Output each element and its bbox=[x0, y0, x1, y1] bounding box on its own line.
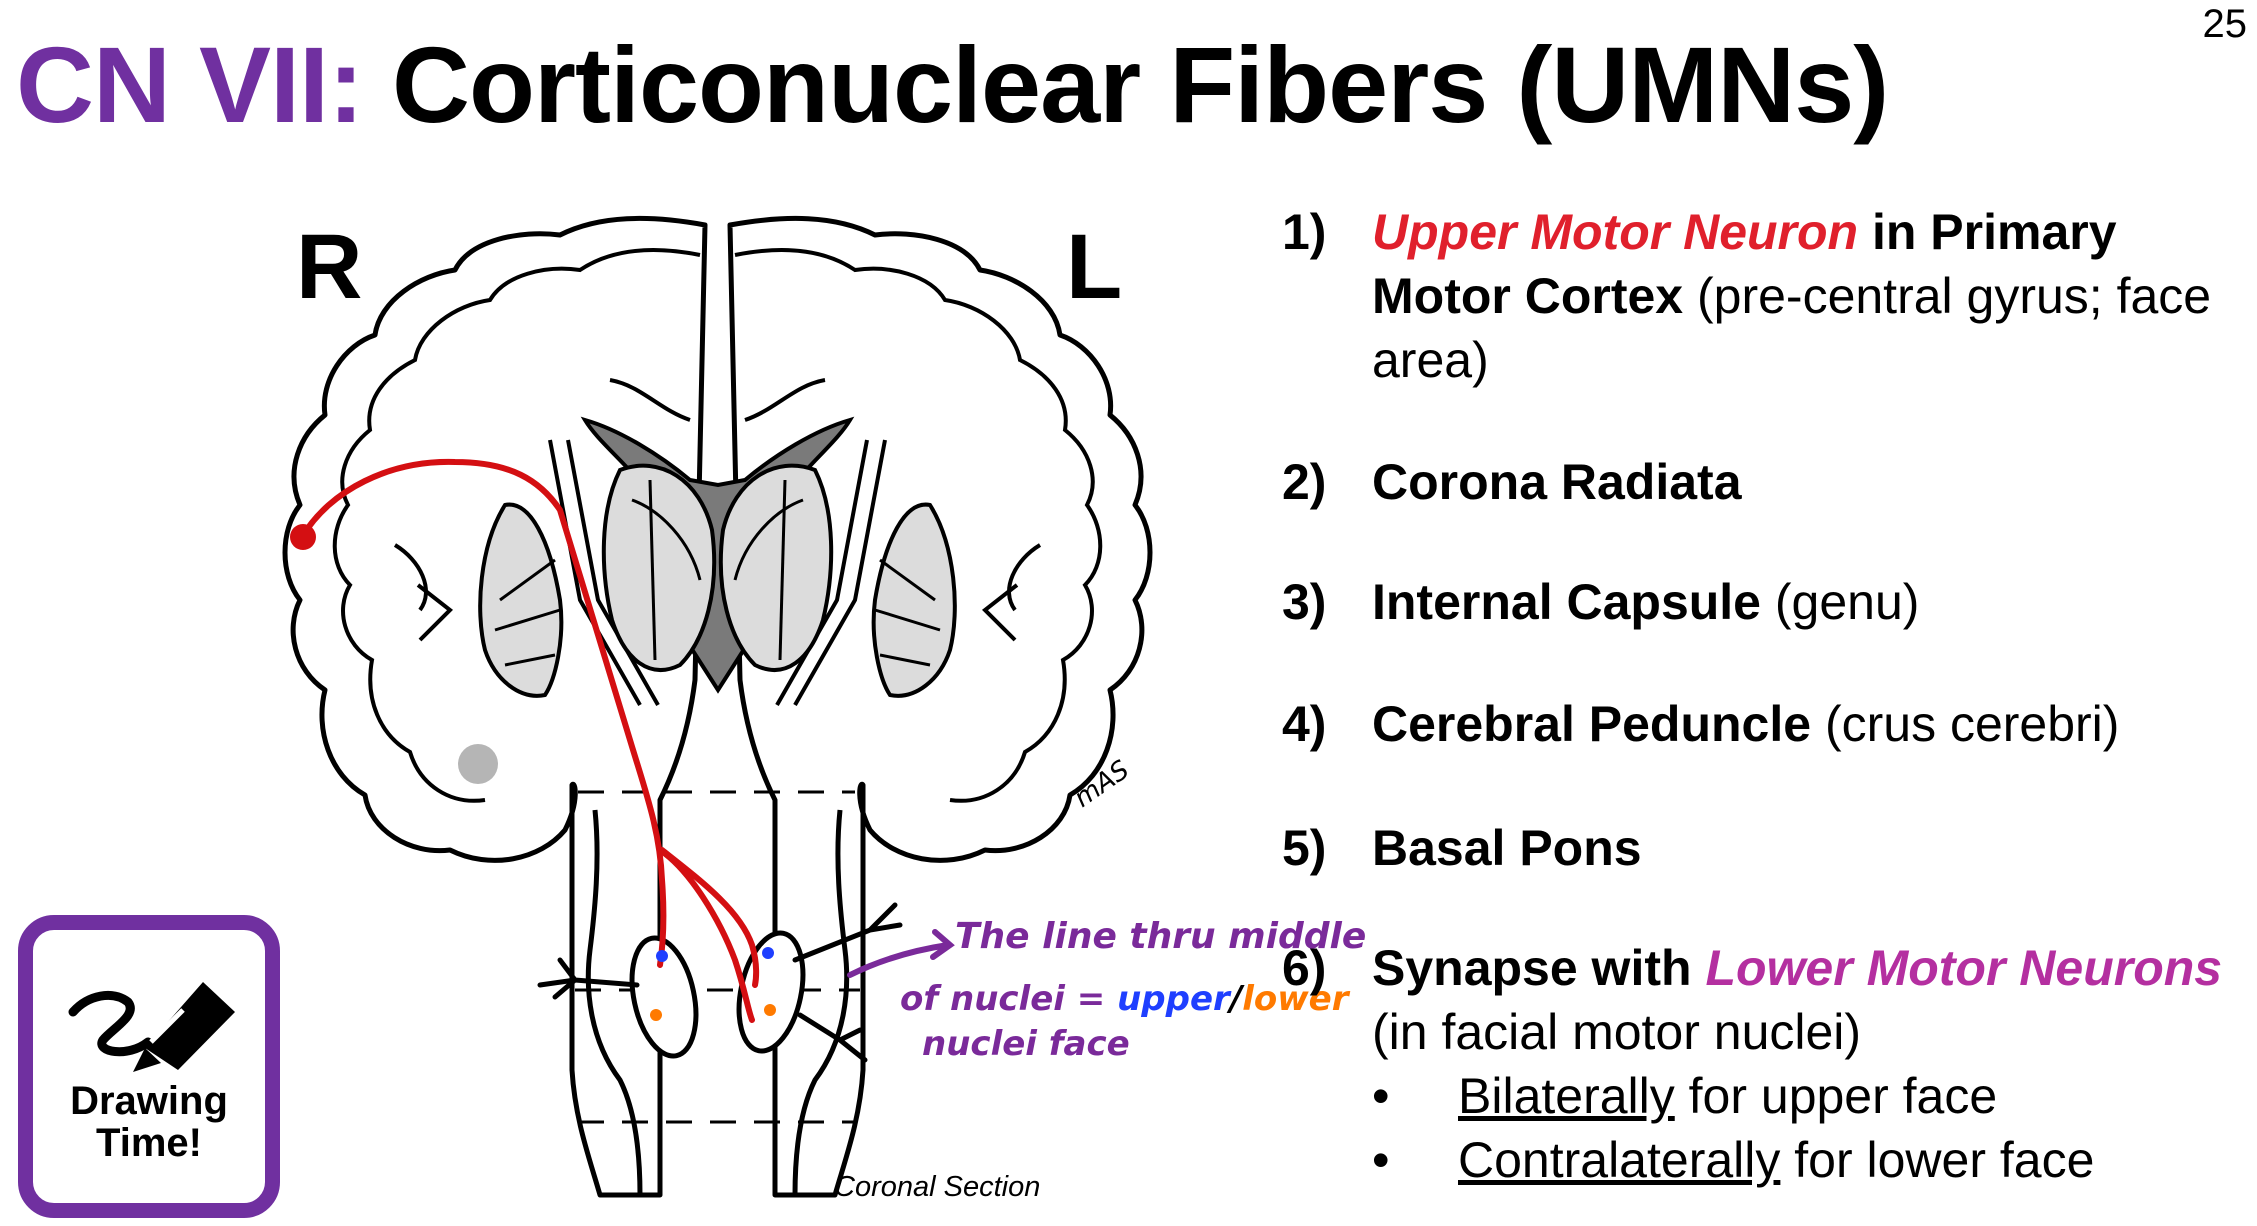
step-3: 3) Internal Capsule (genu) bbox=[1282, 570, 2242, 692]
upper-face-dot-right bbox=[656, 950, 668, 962]
diagram-caption: Coronal Section bbox=[834, 1171, 1041, 1203]
right-lentiform-nucleus bbox=[478, 502, 564, 698]
bullet-marker: • bbox=[1372, 1068, 1390, 1124]
step-bold-2: Motor Cortex bbox=[1372, 268, 1684, 324]
right-thalamus bbox=[601, 463, 717, 672]
annotation-line2: of nuclei = upper/lower bbox=[900, 979, 1351, 1019]
title-main: Corticonuclear Fibers (UMNs) bbox=[392, 24, 1889, 145]
bullet-upper-face: • Bilaterally for upper face bbox=[1282, 1064, 2242, 1128]
step-1: 1) Upper Motor Neuron in Primary Motor C… bbox=[1282, 200, 2242, 450]
steps-list: 1) Upper Motor Neuron in Primary Motor C… bbox=[1282, 200, 2242, 1192]
bullet-underlined: Bilaterally bbox=[1458, 1068, 1675, 1124]
step-highlight: Upper Motor Neuron bbox=[1372, 204, 1859, 260]
step-detail: (crus cerebri) bbox=[1811, 696, 2120, 752]
step-number: 3) bbox=[1282, 574, 1327, 630]
bullet-text: for upper face bbox=[1674, 1068, 1998, 1124]
left-thalamus bbox=[718, 463, 834, 672]
step-detail: (pre-central gyrus; face area) bbox=[1372, 268, 2212, 388]
upper-face-dot-left bbox=[762, 947, 774, 959]
right-side-label: R bbox=[296, 216, 363, 318]
drawing-label-line1: Drawing bbox=[70, 1079, 228, 1123]
bullet-text: for lower face bbox=[1780, 1132, 2095, 1188]
right-facial-nucleus bbox=[629, 935, 699, 1059]
step-bold: Internal Capsule bbox=[1372, 574, 1761, 630]
step-bold: Basal Pons bbox=[1372, 820, 1642, 876]
pen-icon bbox=[68, 982, 235, 1072]
step-6: 6) Synapse with Lower Motor Neurons (in … bbox=[1282, 936, 2242, 1064]
annotation-upper: upper bbox=[1117, 979, 1232, 1019]
step-detail: (genu) bbox=[1761, 574, 1920, 630]
step-5: 5) Basal Pons bbox=[1282, 816, 2242, 936]
drawing-label-line2: Time! bbox=[96, 1121, 202, 1165]
step-bold: Corona Radiata bbox=[1372, 454, 1742, 510]
annotation-line3: nuclei face bbox=[922, 1024, 1130, 1064]
annotation-line2-text: of nuclei = bbox=[900, 979, 1105, 1019]
annotation-lower: lower bbox=[1242, 979, 1350, 1019]
right-facial-nerve bbox=[537, 957, 640, 1000]
drawing-time-badge: Drawing Time! bbox=[18, 915, 280, 1218]
step-4: 4) Cerebral Peduncle (crus cerebri) bbox=[1282, 692, 2242, 816]
bullet-underlined: Contralaterally bbox=[1458, 1132, 1781, 1188]
left-lentiform-nucleus bbox=[871, 502, 957, 698]
brainstem-outline bbox=[585, 809, 643, 1196]
left-side-label: L bbox=[1066, 216, 1123, 318]
bullet-lower-face: • Contralaterally for lower face bbox=[1282, 1128, 2242, 1192]
right-hemisphere-outline bbox=[282, 215, 708, 1198]
slide-number: 25 bbox=[2202, 2, 2248, 46]
step-number: 2) bbox=[1282, 454, 1327, 510]
lower-face-dot-left bbox=[764, 1004, 776, 1016]
step-detail: (in facial motor nuclei) bbox=[1372, 1004, 1862, 1060]
step-highlight: Lower Motor Neurons bbox=[1705, 940, 2223, 996]
title-prefix: CN VII: bbox=[16, 24, 364, 145]
gray-dot-marker bbox=[458, 744, 498, 784]
annotation-arrow bbox=[847, 929, 955, 978]
bullet-marker: • bbox=[1372, 1132, 1390, 1188]
left-hemisphere-outline bbox=[727, 215, 1153, 1198]
step-bold: Synapse with bbox=[1372, 940, 1706, 996]
step-number: 4) bbox=[1282, 696, 1327, 752]
annotation-slash: / bbox=[1226, 979, 1245, 1019]
annotation-line1: The line thru middle bbox=[955, 916, 1366, 957]
step-bold: in Primary bbox=[1858, 204, 2117, 260]
umn-pathway-lower-face bbox=[657, 847, 755, 1023]
step-number: 1) bbox=[1282, 204, 1327, 260]
step-number: 6) bbox=[1282, 940, 1327, 996]
slide-title: CN VII: Corticonuclear Fibers (UMNs) bbox=[16, 22, 1889, 147]
drawing-label: Drawing Time! bbox=[33, 1080, 265, 1164]
step-number: 5) bbox=[1282, 820, 1327, 876]
umn-pathway-contralateral bbox=[659, 847, 760, 988]
upper-motor-neuron-soma bbox=[290, 524, 316, 550]
step-2: 2) Corona Radiata bbox=[1282, 450, 2242, 570]
left-facial-nerve bbox=[792, 902, 903, 1063]
umn-pathway-main bbox=[299, 458, 667, 968]
step-bold: Cerebral Peduncle bbox=[1372, 696, 1812, 752]
lower-face-dot-right bbox=[650, 1009, 662, 1021]
